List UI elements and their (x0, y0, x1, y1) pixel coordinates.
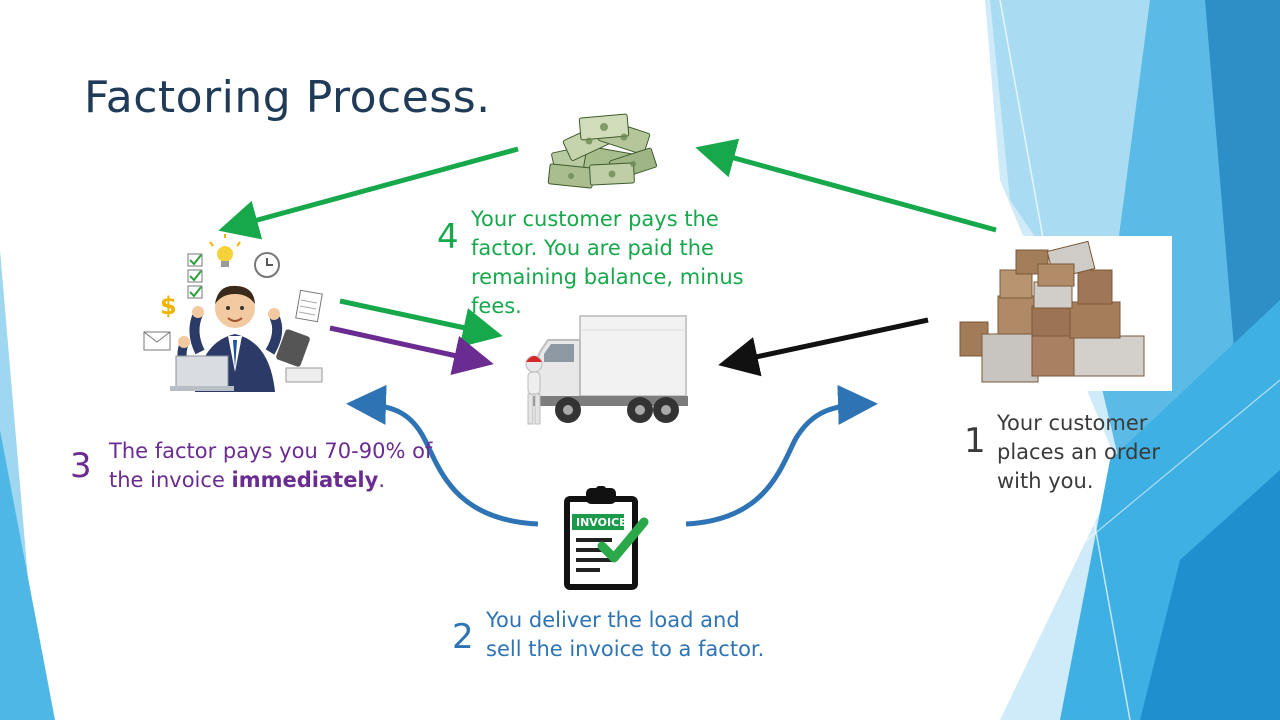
step-2-number: 2 (452, 617, 474, 657)
busy-businessman-icon: $ (143, 234, 323, 392)
arrow-boxes-to-truck (718, 317, 929, 377)
arrow-money-to-businessman (218, 146, 519, 240)
invoice-clipboard-icon: INVOICE (564, 486, 649, 590)
arrow-invoice-to-boxes (685, 384, 878, 527)
delivery-truck-icon (525, 315, 688, 425)
svg-text:$: $ (160, 292, 177, 320)
invoice-label: INVOICE (576, 516, 627, 529)
arrow-businessman-to-truck-green (339, 298, 503, 348)
arrow-invoice-to-businessman (346, 384, 539, 527)
step-1-text: Your customer places an order with you. (997, 411, 1160, 493)
step-3-text-end: . (378, 468, 386, 492)
step-1-number: 1 (964, 421, 986, 461)
step-3-number: 3 (70, 446, 92, 486)
cardboard-boxes-icon (954, 236, 1172, 391)
arrow-businessman-to-truck-purple (329, 325, 494, 376)
money-stack-icon (547, 113, 657, 189)
arrow-boxes-to-money (695, 138, 997, 233)
step-3-text-main: The factor pays you 70-90% of the invoic… (109, 439, 433, 492)
slide-title: Factoring Process. (84, 72, 491, 123)
step-3-text: The factor pays you 70-90% of the invoic… (109, 437, 439, 495)
step-3-text-bold: immediately (231, 468, 379, 492)
step-4-number: 4 (437, 217, 459, 257)
step-4-text: Your customer pays the factor. You are p… (471, 207, 744, 318)
step-2-text: You deliver the load and sell the invoic… (486, 608, 765, 661)
